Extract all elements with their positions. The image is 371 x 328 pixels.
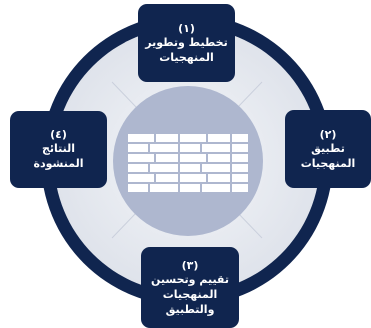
stage-number: (٢) [319,127,337,141]
stage-title-line: المنهجيات [162,287,218,301]
stacked-blocks-logo [128,134,248,192]
stage-title-line: المنشودة [33,157,84,170]
stage-box-outcomes: (٤) النتائج المنشودة [10,111,107,188]
stage-number: (١) [178,21,195,35]
stage-title-line: والتطبيق [165,302,215,316]
stage-title-line: تقييم وتحسين [151,272,229,286]
stage-title-line: النتائج [41,142,76,155]
stage-number: (٣) [181,258,199,272]
stage-title-line: المنهجيات [159,50,214,64]
stage-title-line: المنهجيات [300,156,356,170]
stage-box-evaluation: (٣) تقييم وتحسين المنهجيات والتطبيق [141,247,239,328]
stage-number: (٤) [50,128,67,141]
stage-title-line: تطبيق [311,141,345,155]
stage-box-application: (٢) تطبيق المنهجيات [285,110,371,188]
stage-title-line: تخطيط وتطوير [145,35,228,49]
stage-box-planning: (١) تخطيط وتطوير المنهجيات [138,4,235,82]
